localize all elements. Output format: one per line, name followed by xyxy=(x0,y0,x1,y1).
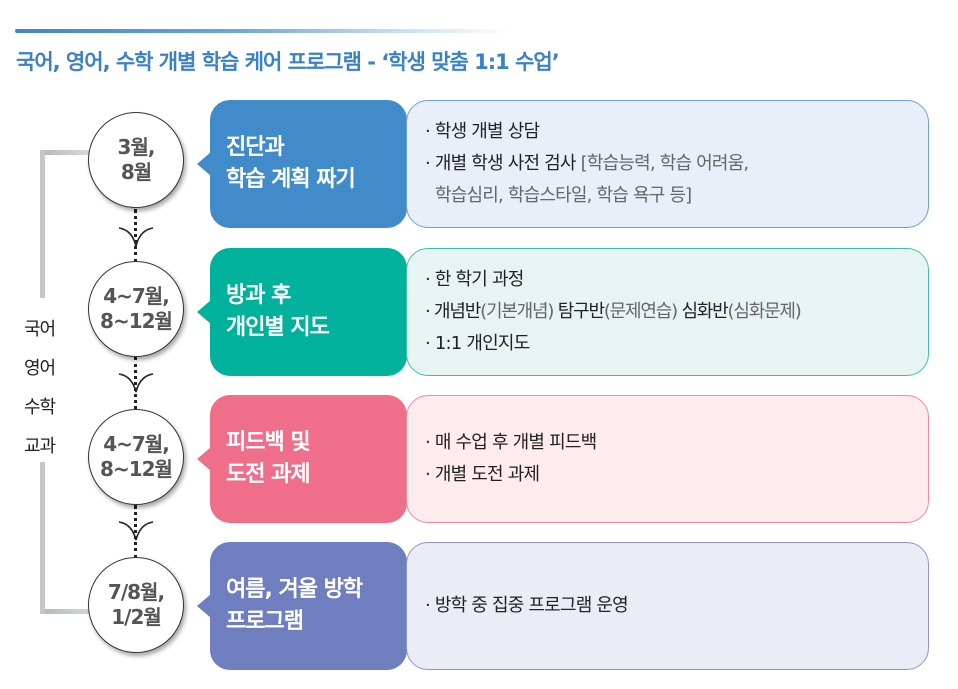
period-circle: 7/8월, 1/2월 xyxy=(88,557,184,653)
subject-label: 국어 xyxy=(24,319,56,340)
class-desc: (기본개념) xyxy=(480,301,558,322)
step-title: 방과 후 xyxy=(226,283,291,308)
class-desc: (문제연습) xyxy=(603,301,682,322)
detail-box-after-school: · 한 학기 과정 · 개념반(기본개념) 탐구반(문제연습) 심화반(심화문제… xyxy=(406,248,929,376)
page-title: 국어, 영어, 수학 개별 학습 케어 프로그램 - ‘학생 맞춤 1:1 수업… xyxy=(16,50,560,74)
class-name: 탐구반 xyxy=(557,301,605,322)
step-box-diagnosis: 진단과 학습 계획 짜기 xyxy=(197,100,407,228)
detail-text: · 개별 학생 사전 검사 xyxy=(425,153,581,174)
period-label: 3월, xyxy=(117,135,156,159)
step-title: 개인별 지도 xyxy=(226,315,330,340)
class-name: 심화반 xyxy=(681,301,728,322)
period-label: 8~12월 xyxy=(100,309,173,333)
detail-line: · 학생 개별 상담 xyxy=(425,116,928,148)
dotted-connector xyxy=(134,357,137,409)
step-box-vacation: 여름, 겨울 방학 프로그램 xyxy=(197,542,407,670)
step-title: 도전 과제 xyxy=(226,462,311,487)
detail-line: · 방학 중 집중 프로그램 운영 xyxy=(425,595,629,616)
subject-bracket-bottom xyxy=(40,462,115,614)
period-label: 1/2월 xyxy=(111,605,162,629)
chevron-down-icon xyxy=(118,521,154,541)
step-box-feedback: 피드백 및 도전 과제 xyxy=(197,395,407,523)
dotted-connector xyxy=(134,209,137,263)
period-circle: 4~7월, 8~12월 xyxy=(88,261,184,357)
step-box-after-school: 방과 후 개인별 지도 xyxy=(197,248,407,376)
detail-line: · 개별 학생 사전 검사 [학습능력, 학습 어려움, xyxy=(425,148,928,180)
period-label: 7/8월, xyxy=(107,580,165,604)
chevron-down-icon xyxy=(118,373,154,393)
detail-line: · 1:1 개인지도 xyxy=(425,333,530,354)
period-label: 8~12월 xyxy=(100,457,173,481)
step-title: 진단과 xyxy=(226,135,285,160)
dotted-connector xyxy=(134,505,137,559)
chevron-down-icon xyxy=(118,227,154,247)
step-title: 여름, 겨울 방학 xyxy=(226,577,363,602)
class-desc: (심화문제) xyxy=(727,301,802,322)
subject-labels: 국어 영어 수학 교과 xyxy=(24,310,74,466)
title-rule xyxy=(15,29,510,33)
detail-line: · 개념반(기본개념) 탐구반(문제연습) 심화반(심화문제) xyxy=(425,296,928,328)
detail-box-diagnosis: · 학생 개별 상담 · 개별 학생 사전 검사 [학습능력, 학습 어려움, … xyxy=(406,100,929,228)
step-title: 학습 계획 짜기 xyxy=(226,167,356,192)
detail-subtext: [학습능력, 학습 어려움, xyxy=(580,153,750,174)
detail-text: · 학생 개별 상담 xyxy=(425,121,540,142)
period-circle: 4~7월, 8~12월 xyxy=(88,409,184,505)
period-circle: 3월, 8월 xyxy=(88,112,184,208)
detail-line: · 한 학기 과정 xyxy=(425,269,524,290)
class-name: · 개념반 xyxy=(425,301,481,322)
detail-box-vacation: · 방학 중 집중 프로그램 운영 xyxy=(406,542,929,670)
step-title: 프로그램 xyxy=(226,609,304,634)
period-label: 8월 xyxy=(120,160,152,184)
subject-label: 영어 xyxy=(24,358,56,379)
subject-label: 수학 xyxy=(24,397,56,418)
period-label: 4~7월, xyxy=(103,284,170,308)
subject-bracket-top xyxy=(40,150,105,298)
detail-box-feedback: · 매 수업 후 개별 피드백 · 개별 도전 과제 xyxy=(406,395,929,523)
subject-label: 교과 xyxy=(24,436,56,457)
step-title: 피드백 및 xyxy=(226,430,311,455)
period-label: 4~7월, xyxy=(103,432,170,456)
detail-line: · 매 수업 후 개별 피드백 xyxy=(425,432,597,453)
detail-line: · 개별 도전 과제 xyxy=(425,464,540,485)
detail-line: 학습심리, 학습스타일, 학습 욕구 등] xyxy=(435,185,692,206)
